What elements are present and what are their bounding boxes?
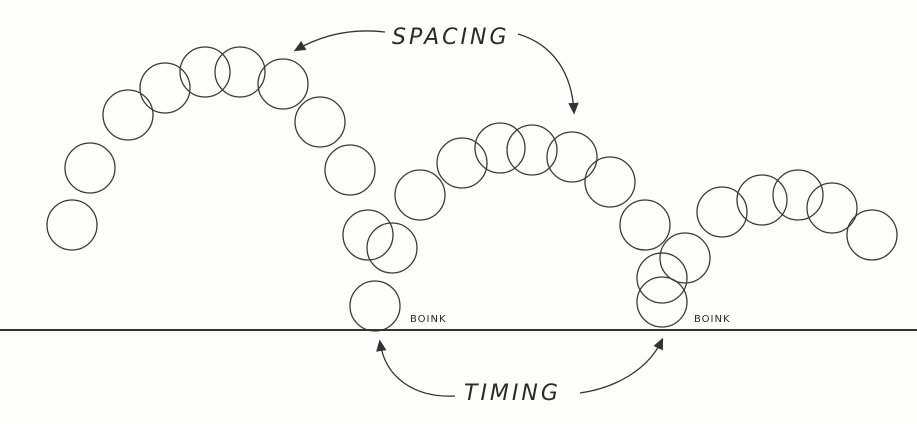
- ball-sketch: [102, 89, 154, 141]
- ball-positions: [46, 46, 898, 332]
- ball-sketch: [324, 144, 376, 196]
- spacing-label: SPACING: [392, 25, 510, 50]
- ball-sketch: [659, 232, 711, 284]
- ball-sketch: [366, 222, 418, 274]
- ball-sketch: [394, 169, 446, 221]
- timing-label: TIMING: [464, 381, 561, 406]
- impact-label-2: BOINK: [694, 314, 731, 325]
- ball-sketch: [436, 137, 488, 189]
- timing-arrow-left: [376, 339, 456, 397]
- ball-sketch: [736, 174, 788, 226]
- ball-sketch: [474, 122, 526, 174]
- impact-label-1: BOINK: [410, 314, 447, 325]
- ball-sketch: [619, 199, 671, 251]
- ball-sketch: [342, 209, 394, 261]
- ball-sketch: [506, 124, 558, 176]
- ball-sketch: [139, 62, 191, 114]
- ball-sketch: [64, 142, 116, 194]
- timing-arrow-right: [579, 337, 664, 394]
- ball-sketch: [179, 46, 231, 98]
- spacing-arrow-right: [517, 33, 579, 115]
- ball-sketch: [584, 156, 636, 208]
- ball-sketch: [257, 58, 309, 110]
- ball-sketch: [349, 280, 401, 332]
- ball-sketch: [806, 182, 858, 234]
- ball-sketch: [772, 169, 824, 221]
- ball-sketch: [846, 209, 898, 261]
- ball-sketch: [46, 199, 98, 251]
- ball-sketch: [636, 276, 688, 328]
- ball-sketch: [214, 46, 266, 98]
- spacing-arrow-left: [293, 30, 386, 52]
- ball-sketch: [546, 131, 598, 183]
- ball-sketch: [294, 96, 346, 148]
- ball-sketch: [696, 186, 748, 238]
- ball-sketch: [636, 252, 688, 304]
